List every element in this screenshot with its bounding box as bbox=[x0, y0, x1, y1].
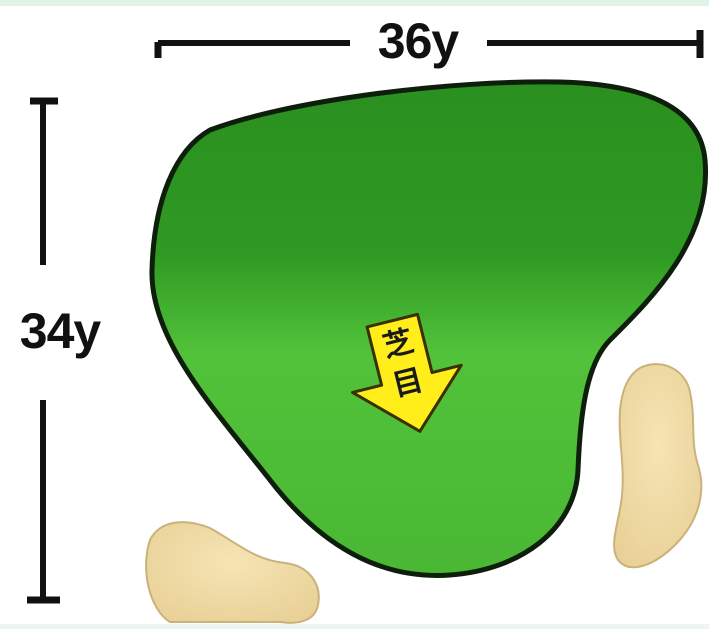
bottom-edge-strip bbox=[0, 624, 709, 629]
bunker-left bbox=[146, 522, 319, 623]
width-dimension-label: 36y bbox=[378, 13, 460, 69]
width-dimension: 36y bbox=[158, 13, 700, 69]
height-dimension: 34y bbox=[20, 101, 102, 600]
bunker-right bbox=[614, 364, 701, 567]
height-dimension-label: 34y bbox=[20, 303, 102, 359]
